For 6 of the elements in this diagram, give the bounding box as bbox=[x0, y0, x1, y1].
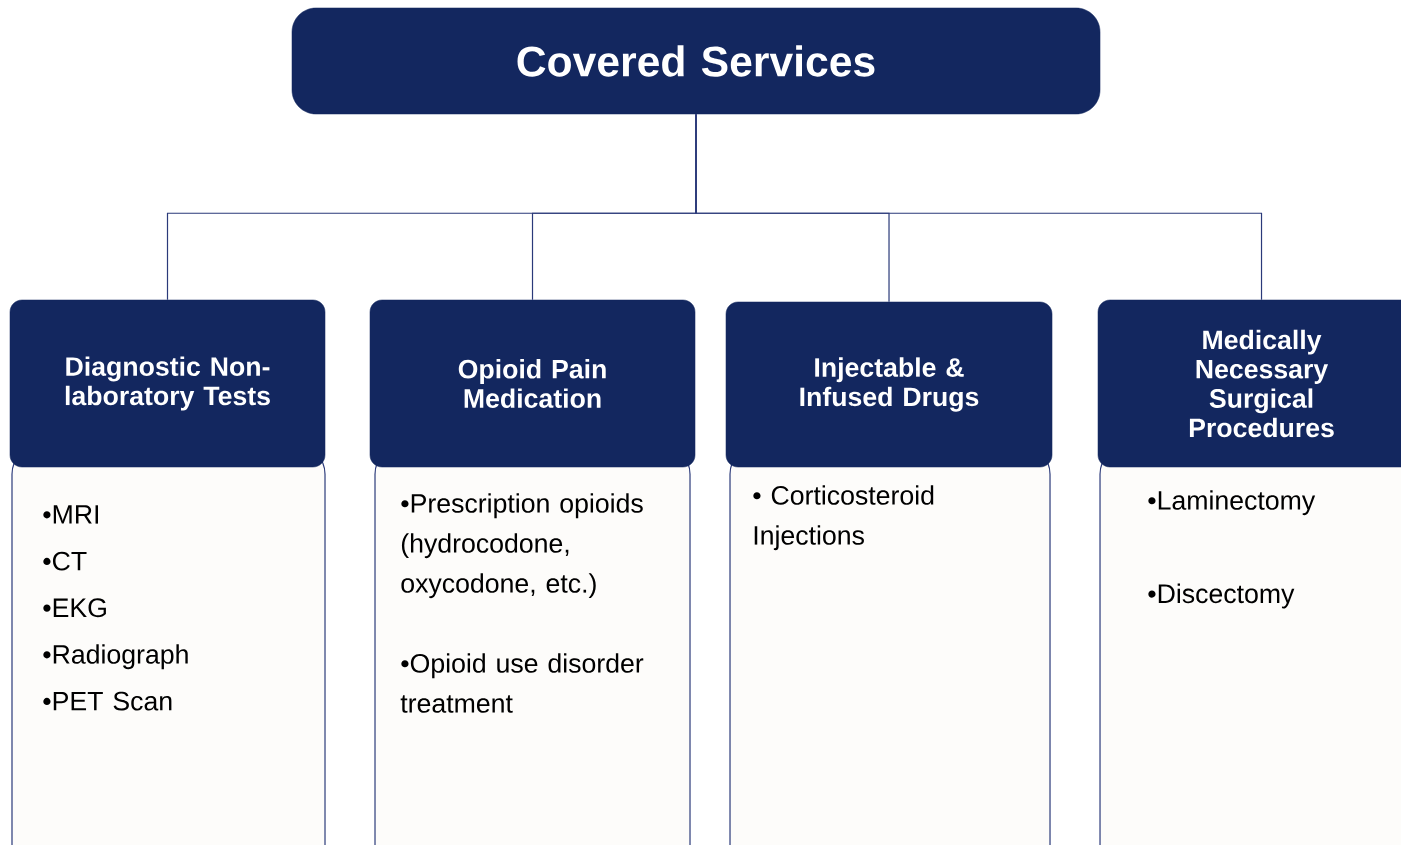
category-header-box: Opioid Pain Medication bbox=[369, 299, 696, 468]
category-header-box: Injectable & Infused Drugs bbox=[725, 301, 1053, 468]
category-header-box: Medically Necessary Surgical Procedures bbox=[1097, 299, 1401, 468]
connector-line bbox=[695, 113, 1263, 301]
category-header-box: Diagnostic Non-laboratory Tests bbox=[9, 299, 326, 468]
title-box: Covered Services bbox=[291, 7, 1101, 115]
